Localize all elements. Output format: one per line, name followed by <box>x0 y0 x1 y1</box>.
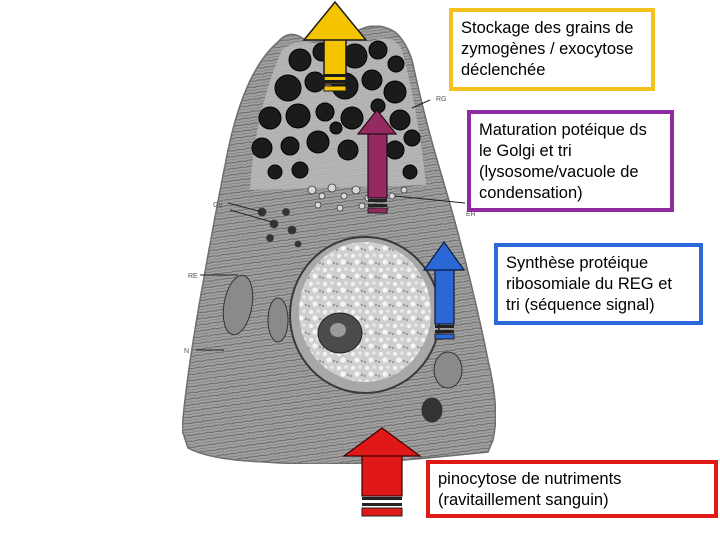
storage-line-1: Stockage des grains de <box>461 19 634 37</box>
synthesis-line-1: Synthèse protéique <box>506 254 649 272</box>
synthesis-line-3: tri (séquence signal) <box>506 296 655 314</box>
acinar-cell: RG Go RE N ER <box>181 25 497 465</box>
label-box-storage: Stockage des grains de zymogènes / exocy… <box>449 8 655 91</box>
arrow-synthesis <box>422 240 466 340</box>
svg-text:RE: RE <box>188 273 198 280</box>
svg-text:Go: Go <box>213 202 222 209</box>
golgi-line-2: le Golgi et tri <box>479 142 572 160</box>
golgi-line-3: (lysosome/vacuole de <box>479 163 639 181</box>
pinocytosis-line-2: (ravitaillement sanguin) <box>438 491 609 509</box>
golgi-line-4: condensation) <box>479 184 583 202</box>
pinocytosis-line-1: pinocytose de nutriments <box>438 470 622 488</box>
svg-text:RG: RG <box>436 96 447 103</box>
arrow-golgi <box>356 109 398 214</box>
storage-line-2: zymogènes / exocytose <box>461 40 634 58</box>
leader-lines <box>196 99 466 351</box>
arrow-pinocytosis <box>342 427 422 517</box>
nucleus <box>289 236 441 394</box>
label-box-golgi: Maturation potéique ds le Golgi et tri (… <box>467 110 674 212</box>
golgi-line-1: Maturation potéique ds <box>479 121 647 139</box>
arrow-storage <box>302 0 368 92</box>
storage-line-3: déclenchée <box>461 61 546 79</box>
label-box-synthesis: Synthèse protéique ribosomiale du REG et… <box>494 243 703 325</box>
label-box-pinocytosis: pinocytose de nutriments (ravitaillement… <box>426 460 718 518</box>
synthesis-line-2: ribosomiale du REG et <box>506 275 672 293</box>
zymogen-granules <box>251 40 421 180</box>
svg-text:N: N <box>184 348 189 355</box>
micrograph-labels: RG Go RE N ER <box>184 96 476 355</box>
mitochondria <box>222 274 463 423</box>
svg-text:ER: ER <box>466 211 476 218</box>
